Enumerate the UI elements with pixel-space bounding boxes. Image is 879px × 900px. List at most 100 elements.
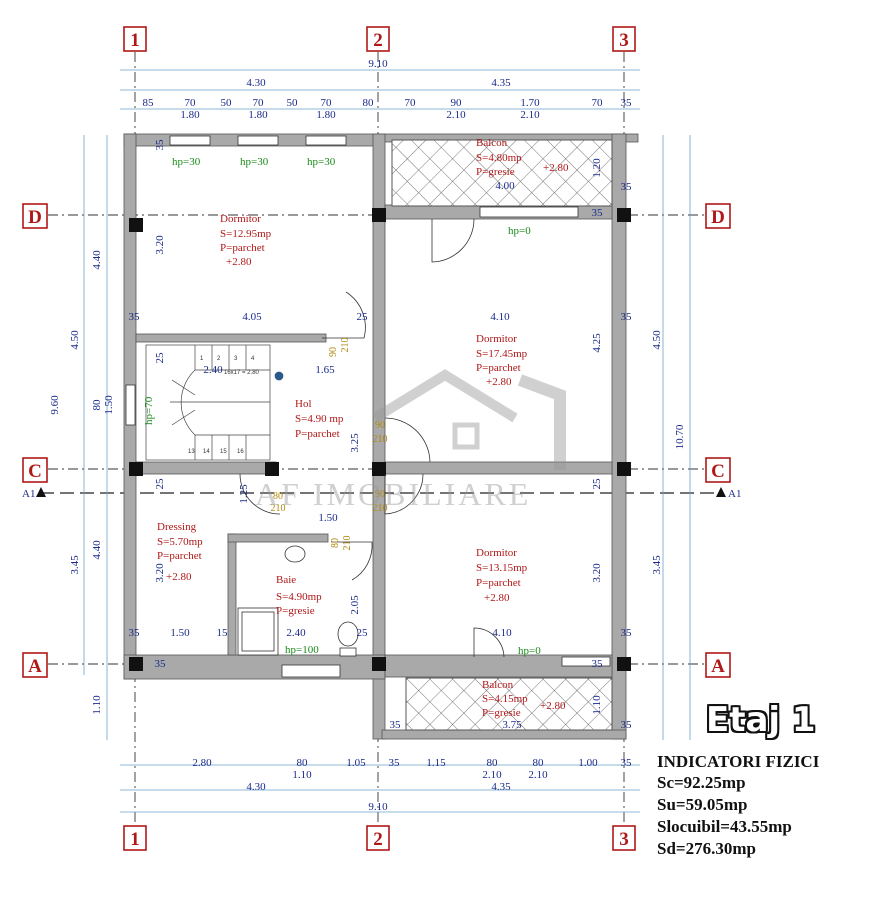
svg-text:+2.80: +2.80 [540, 700, 566, 712]
axis-marker-2-top: 2 [366, 26, 390, 52]
svg-text:210: 210 [340, 338, 351, 353]
svg-text:2.80: 2.80 [192, 757, 212, 769]
indicator-su: Su=59.05mp [657, 795, 748, 814]
svg-text:35: 35 [621, 311, 633, 323]
bathroom-fixtures [237, 545, 359, 657]
indicator-slocuibil: Slocuibil=43.55mp [657, 817, 792, 836]
dim-top-part-1: 4.30 [246, 77, 266, 89]
svg-text:2.10: 2.10 [446, 109, 466, 121]
svg-text:3.25: 3.25 [349, 433, 361, 453]
svg-text:35: 35 [129, 627, 141, 639]
svg-text:210: 210 [342, 536, 353, 551]
svg-text:Baie: Baie [276, 574, 296, 586]
svg-text:3.45: 3.45 [651, 555, 663, 575]
balcony-top-tiles [391, 139, 613, 207]
indicator-sd: Sd=276.30mp [657, 839, 756, 858]
svg-text:4.40: 4.40 [91, 250, 103, 270]
svg-text:35: 35 [129, 311, 141, 323]
svg-text:+2.80: +2.80 [486, 376, 512, 388]
svg-text:90: 90 [375, 420, 385, 431]
svg-text:80: 80 [330, 538, 341, 548]
svg-text:D: D [28, 207, 42, 228]
svg-text:P=parchet: P=parchet [157, 550, 202, 562]
room-dressing: Dressing S=5.70mp P=parchet +2.80 [157, 521, 203, 583]
svg-text:4.05: 4.05 [242, 311, 262, 323]
svg-text:1.50: 1.50 [318, 512, 338, 524]
svg-text:25: 25 [591, 478, 603, 490]
svg-text:70: 70 [592, 97, 604, 109]
svg-text:1: 1 [130, 30, 140, 51]
windows [125, 135, 611, 678]
svg-text:10.70: 10.70 [674, 424, 686, 449]
svg-text:1: 1 [200, 356, 204, 362]
svg-text:80: 80 [297, 757, 309, 769]
svg-text:70: 70 [185, 97, 197, 109]
svg-text:35: 35 [621, 719, 633, 731]
svg-text:P=gresie: P=gresie [482, 707, 521, 719]
balcony-bottom-tiles [405, 677, 613, 731]
svg-text:C: C [711, 461, 725, 482]
svg-text:15: 15 [220, 449, 227, 455]
svg-text:25: 25 [357, 627, 369, 639]
wall-thickness-labels: 35 35 35 35 35 35 35 35 35 35 35 25 25 2… [129, 139, 633, 731]
axis-marker-3-top: 3 [612, 26, 636, 52]
svg-text:3: 3 [234, 356, 238, 362]
svg-text:1.10: 1.10 [91, 695, 103, 715]
svg-text:25: 25 [154, 352, 166, 364]
svg-text:35: 35 [154, 139, 166, 151]
room-baie: Baie S=4.90mp P=gresie [276, 574, 322, 617]
axis-marker-2-bottom: 2 [366, 825, 390, 851]
svg-text:Balcon: Balcon [476, 137, 508, 149]
dim-top-part-2: 4.35 [491, 77, 511, 89]
svg-text:1.10: 1.10 [292, 769, 312, 781]
svg-text:90: 90 [328, 347, 339, 357]
svg-text:3: 3 [619, 829, 629, 850]
watermark-logo [372, 369, 566, 470]
svg-text:50: 50 [221, 97, 233, 109]
svg-text:80: 80 [533, 757, 545, 769]
svg-text:4.00: 4.00 [495, 180, 515, 192]
svg-text:35: 35 [621, 757, 633, 769]
svg-text:2.40: 2.40 [203, 364, 223, 376]
svg-text:90: 90 [375, 489, 385, 500]
svg-text:2.10: 2.10 [528, 769, 548, 781]
dim-bottom-part-1: 4.30 [246, 781, 266, 793]
svg-text:1.15: 1.15 [426, 757, 446, 769]
room-dormitor-1: Dormitor S=12.95mp P=parchet +2.80 [220, 213, 272, 268]
svg-text:P=gresie: P=gresie [476, 166, 515, 178]
svg-text:hp=30: hp=30 [240, 156, 269, 168]
room-dormitor-2: Dormitor S=17.45mp P=parchet +2.80 [476, 333, 528, 388]
right-dimensions: 10.70 4.50 3.45 [651, 330, 686, 575]
svg-text:15: 15 [217, 627, 229, 639]
svg-text:Dormitor: Dormitor [476, 333, 517, 345]
svg-text:1.20: 1.20 [591, 158, 603, 178]
svg-text:P=parchet: P=parchet [295, 428, 340, 440]
svg-text:hp=100: hp=100 [285, 644, 319, 656]
svg-text:4.40: 4.40 [91, 540, 103, 560]
svg-text:70: 70 [321, 97, 333, 109]
indicators-heading: INDICATORI FIZICI [657, 752, 820, 771]
svg-text:+2.80: +2.80 [166, 571, 192, 583]
section-markers: A1 A1 [22, 487, 741, 500]
svg-text:35: 35 [621, 181, 633, 193]
svg-text:1.80: 1.80 [316, 109, 336, 121]
indicator-sc: Sc=92.25mp [657, 773, 746, 792]
svg-text:Balcon: Balcon [482, 679, 514, 691]
svg-text:1.50: 1.50 [103, 395, 115, 415]
svg-text:S=13.15mp: S=13.15mp [476, 562, 528, 574]
svg-text:P=gresie: P=gresie [276, 605, 315, 617]
svg-text:14: 14 [203, 449, 210, 455]
svg-text:+2.80: +2.80 [543, 162, 569, 174]
svg-text:A1: A1 [728, 488, 741, 500]
svg-text:210: 210 [373, 503, 388, 514]
axis-marker-D-right: D [705, 203, 731, 229]
dim-bottom-total: 9.10 [368, 801, 388, 813]
sill-heights: hp=30 hp=30 hp=30 hp=0 hp=0 hp=100 hp=70 [143, 156, 541, 657]
axis-marker-1-bottom: 1 [123, 825, 147, 851]
room-dormitor-3: Dormitor S=13.15mp P=parchet +2.80 [476, 547, 528, 604]
svg-text:S=12.95mp: S=12.95mp [220, 228, 272, 240]
room-balcon-bottom: Balcon S=4.15mp P=gresie +2.80 [482, 679, 566, 719]
room-hol: Hol S=4.90 mp P=parchet [295, 398, 344, 440]
svg-text:1.00: 1.00 [578, 757, 598, 769]
axis-marker-C-left: C [22, 457, 48, 483]
